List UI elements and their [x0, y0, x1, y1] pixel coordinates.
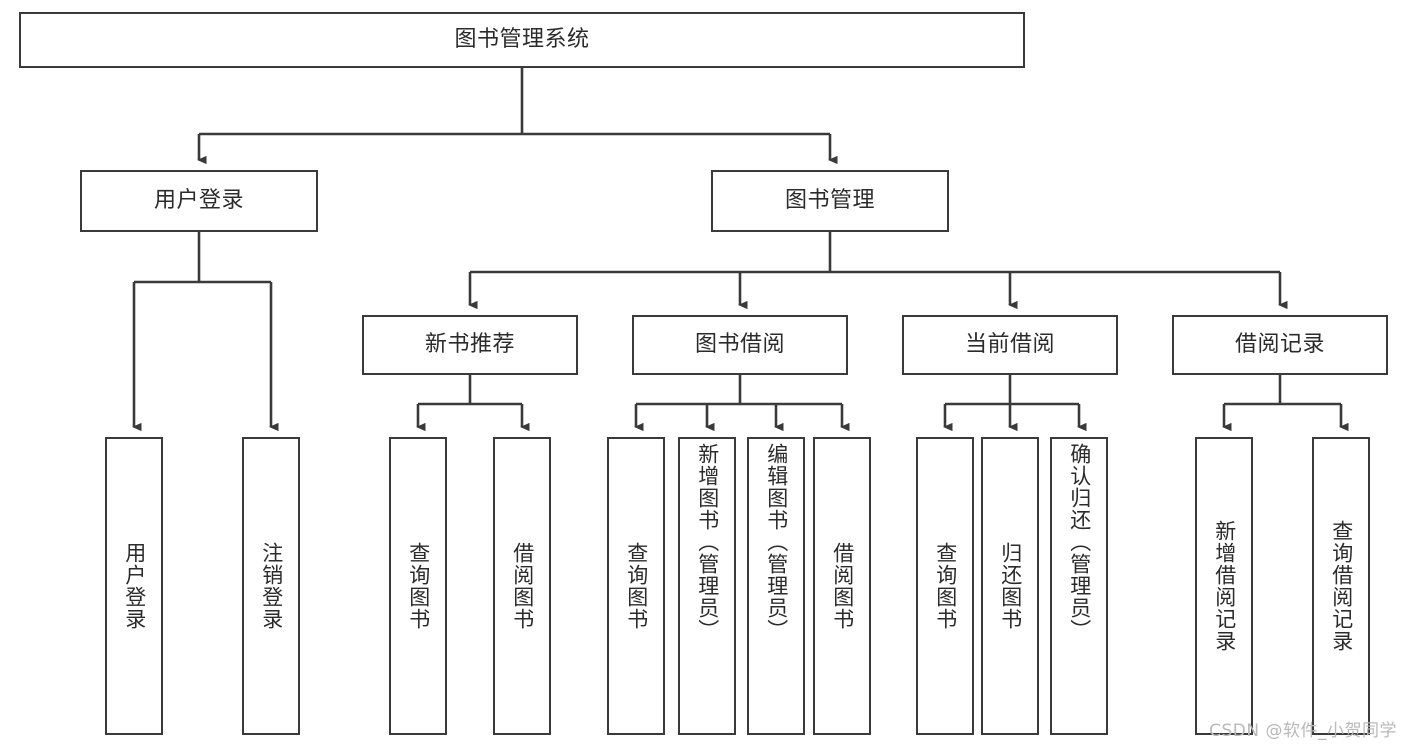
node-label: 查询图书 [406, 542, 431, 630]
node-label: 用户登录 [122, 542, 147, 630]
node-label: 新增借阅记录 [1212, 520, 1237, 652]
node-label: 新增图书（管理员） [695, 443, 720, 641]
leaf-query-book-borrow[interactable]: 查询图书 [607, 437, 665, 735]
leaf-add-book[interactable]: 新增图书（管理员） [678, 437, 736, 735]
node-label: 注销登录 [259, 542, 284, 630]
leaf-query-book-current[interactable]: 查询图书 [916, 437, 974, 735]
leaf-edit-book[interactable]: 编辑图书（管理员） [747, 437, 805, 735]
node-label: 编辑图书（管理员） [764, 443, 789, 641]
node-label: 查询图书 [933, 542, 958, 630]
leaf-logout[interactable]: 注销登录 [242, 437, 300, 735]
leaf-query-book-recommend[interactable]: 查询图书 [389, 437, 447, 735]
node-label: 借阅图书 [510, 542, 535, 630]
node-borrow-record[interactable]: 借阅记录 [1172, 315, 1388, 375]
node-root-system[interactable]: 图书管理系统 [19, 12, 1025, 68]
node-label: 当前借阅 [964, 332, 1055, 358]
leaf-confirm-return[interactable]: 确认归还（管理员） [1050, 437, 1108, 735]
node-book-management[interactable]: 图书管理 [711, 170, 949, 232]
node-label: 查询图书 [624, 542, 649, 630]
node-label: 确认归还（管理员） [1067, 443, 1092, 641]
node-label: 图书借阅 [694, 332, 785, 358]
node-label: 查询借阅记录 [1329, 520, 1354, 652]
leaf-query-borrow-record[interactable]: 查询借阅记录 [1312, 437, 1370, 735]
node-user-login[interactable]: 用户登录 [80, 170, 318, 232]
leaf-user-login[interactable]: 用户登录 [105, 437, 163, 735]
node-label: 图书管理系统 [454, 27, 590, 53]
node-book-borrow[interactable]: 图书借阅 [632, 315, 848, 375]
node-label: 借阅图书 [830, 542, 855, 630]
leaf-borrow-book-recommend[interactable]: 借阅图书 [493, 437, 551, 735]
watermark-text: CSDN @软件_小贺同学 [1209, 721, 1397, 741]
node-label: 借阅记录 [1234, 332, 1325, 358]
node-label: 新书推荐 [424, 332, 515, 358]
node-new-book-recommend[interactable]: 新书推荐 [362, 315, 578, 375]
leaf-add-borrow-record[interactable]: 新增借阅记录 [1195, 437, 1253, 735]
node-label: 归还图书 [998, 542, 1023, 630]
node-current-borrow[interactable]: 当前借阅 [902, 315, 1118, 375]
leaf-return-book[interactable]: 归还图书 [981, 437, 1039, 735]
leaf-borrow-book-borrow[interactable]: 借阅图书 [813, 437, 871, 735]
node-label: 用户登录 [153, 188, 244, 214]
node-label: 图书管理 [784, 188, 875, 214]
